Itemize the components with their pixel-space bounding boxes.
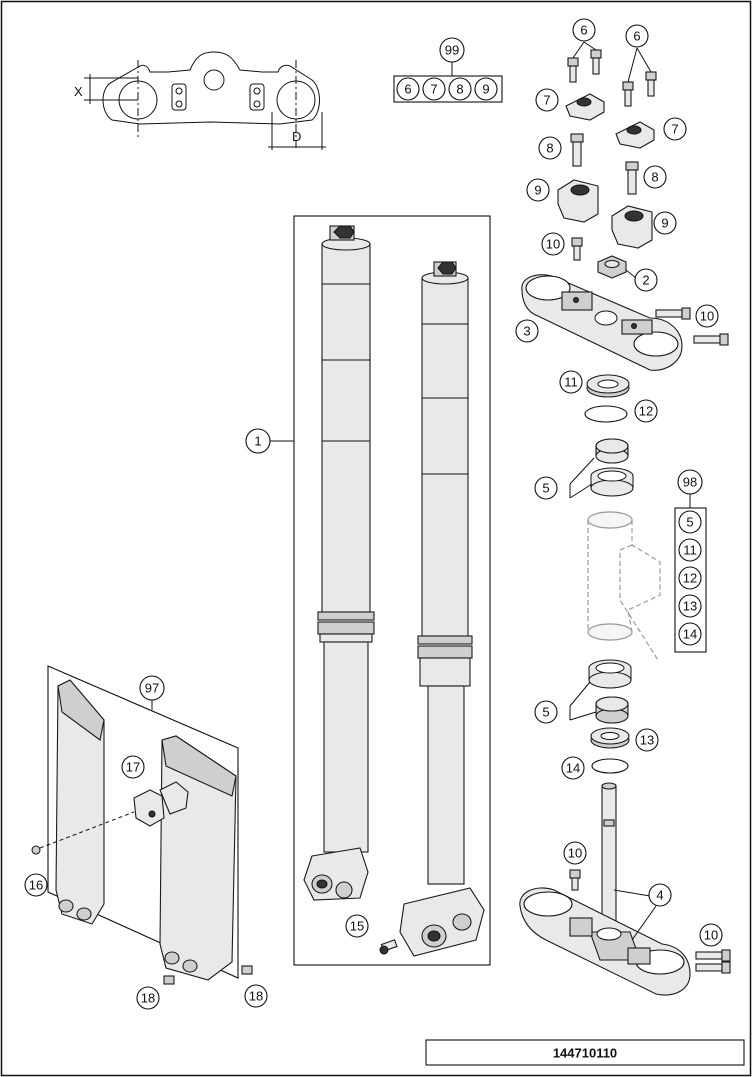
callout-10d[interactable]: 10 [699, 923, 723, 947]
callout-8b[interactable]: 8 [643, 165, 667, 189]
kit-99-item-4: 9 [482, 82, 489, 97]
callout-9b[interactable]: 9 [653, 211, 677, 235]
svg-text:2: 2 [642, 273, 649, 288]
callout-3[interactable]: 3 [515, 319, 539, 343]
callout-8a[interactable]: 8 [538, 136, 562, 160]
callout-18a[interactable]: 18 [136, 986, 160, 1010]
svg-text:10: 10 [568, 846, 582, 861]
kit-98-item-3: 12 [683, 571, 697, 586]
svg-text:6: 6 [580, 23, 587, 38]
callout-13[interactable]: 13 [635, 728, 659, 752]
kit-98-item-4: 13 [683, 599, 697, 614]
kit-99-group: 99 6 7 8 9 [393, 37, 503, 103]
callout-5a[interactable]: 5 [534, 476, 558, 500]
callout-12[interactable]: 12 [634, 399, 658, 423]
callout-15[interactable]: 15 [345, 914, 369, 938]
svg-text:6: 6 [633, 29, 640, 44]
callout-14[interactable]: 14 [561, 756, 585, 780]
svg-text:9: 9 [534, 183, 541, 198]
callout-98[interactable]: 98 [677, 469, 703, 495]
fork-guards-group [31, 665, 253, 985]
handlebar-clamp-parts [521, 41, 729, 371]
kit-98-item-1: 5 [686, 515, 693, 530]
svg-text:17: 17 [126, 760, 140, 775]
svg-text:8: 8 [651, 170, 658, 185]
svg-text:8: 8 [546, 141, 553, 156]
kit-99-item-3: 8 [456, 82, 463, 97]
svg-text:11: 11 [564, 375, 578, 390]
svg-text:10: 10 [546, 237, 560, 252]
callout-7a[interactable]: 7 [535, 88, 559, 112]
callout-7b[interactable]: 7 [663, 117, 687, 141]
callout-11[interactable]: 11 [559, 370, 583, 394]
svg-text:98: 98 [683, 475, 697, 490]
callout-1[interactable]: 1 [245, 428, 271, 454]
dimension-x-label: X [74, 84, 83, 99]
svg-text:14: 14 [566, 761, 580, 776]
kit-99-item-1: 6 [404, 82, 411, 97]
callout-6a[interactable]: 6 [572, 18, 596, 42]
triple-clamp-dimension-sketch: X D [74, 51, 326, 150]
callout-2[interactable]: 2 [634, 268, 658, 292]
drawing-number-box: 144710110 [425, 1039, 745, 1066]
svg-text:18: 18 [141, 991, 155, 1006]
lower-triple-clamp [519, 782, 731, 996]
callout-10b[interactable]: 10 [695, 304, 719, 328]
svg-text:10: 10 [704, 928, 718, 943]
callout-10c[interactable]: 10 [563, 841, 587, 865]
svg-text:16: 16 [29, 878, 43, 893]
callout-9a[interactable]: 9 [526, 178, 550, 202]
callout-6b[interactable]: 6 [625, 24, 649, 48]
callout-4[interactable]: 4 [648, 883, 672, 907]
kit-99-item-2: 7 [430, 82, 437, 97]
kit-98-item-5: 14 [683, 627, 697, 642]
svg-text:3: 3 [523, 324, 530, 339]
kit-98-group: 98 5 11 12 13 14 [674, 469, 707, 653]
svg-text:97: 97 [145, 681, 159, 696]
kit-98-item-2: 11 [683, 543, 697, 558]
callout-97[interactable]: 97 [139, 675, 165, 701]
callout-16[interactable]: 16 [24, 873, 48, 897]
svg-text:12: 12 [639, 404, 653, 419]
dimension-d-label: D [292, 129, 301, 144]
callout-5b[interactable]: 5 [534, 700, 558, 724]
svg-text:9: 9 [661, 216, 668, 231]
svg-text:5: 5 [542, 705, 549, 720]
drawing-number: 144710110 [553, 1046, 617, 1061]
svg-text:18: 18 [249, 989, 263, 1004]
steering-bearing-parts [569, 374, 661, 774]
callout-10a[interactable]: 10 [541, 232, 565, 256]
svg-text:1: 1 [254, 434, 261, 449]
fork-legs-group [270, 215, 491, 966]
callout-18b[interactable]: 18 [244, 984, 268, 1008]
svg-text:7: 7 [543, 93, 550, 108]
callout-17[interactable]: 17 [121, 755, 145, 779]
svg-text:99: 99 [445, 43, 459, 58]
svg-text:5: 5 [542, 481, 549, 496]
svg-text:13: 13 [640, 733, 654, 748]
svg-text:4: 4 [656, 888, 663, 903]
callout-99[interactable]: 99 [439, 37, 465, 63]
svg-text:10: 10 [700, 309, 714, 324]
svg-text:7: 7 [671, 122, 678, 137]
svg-text:15: 15 [350, 919, 364, 934]
